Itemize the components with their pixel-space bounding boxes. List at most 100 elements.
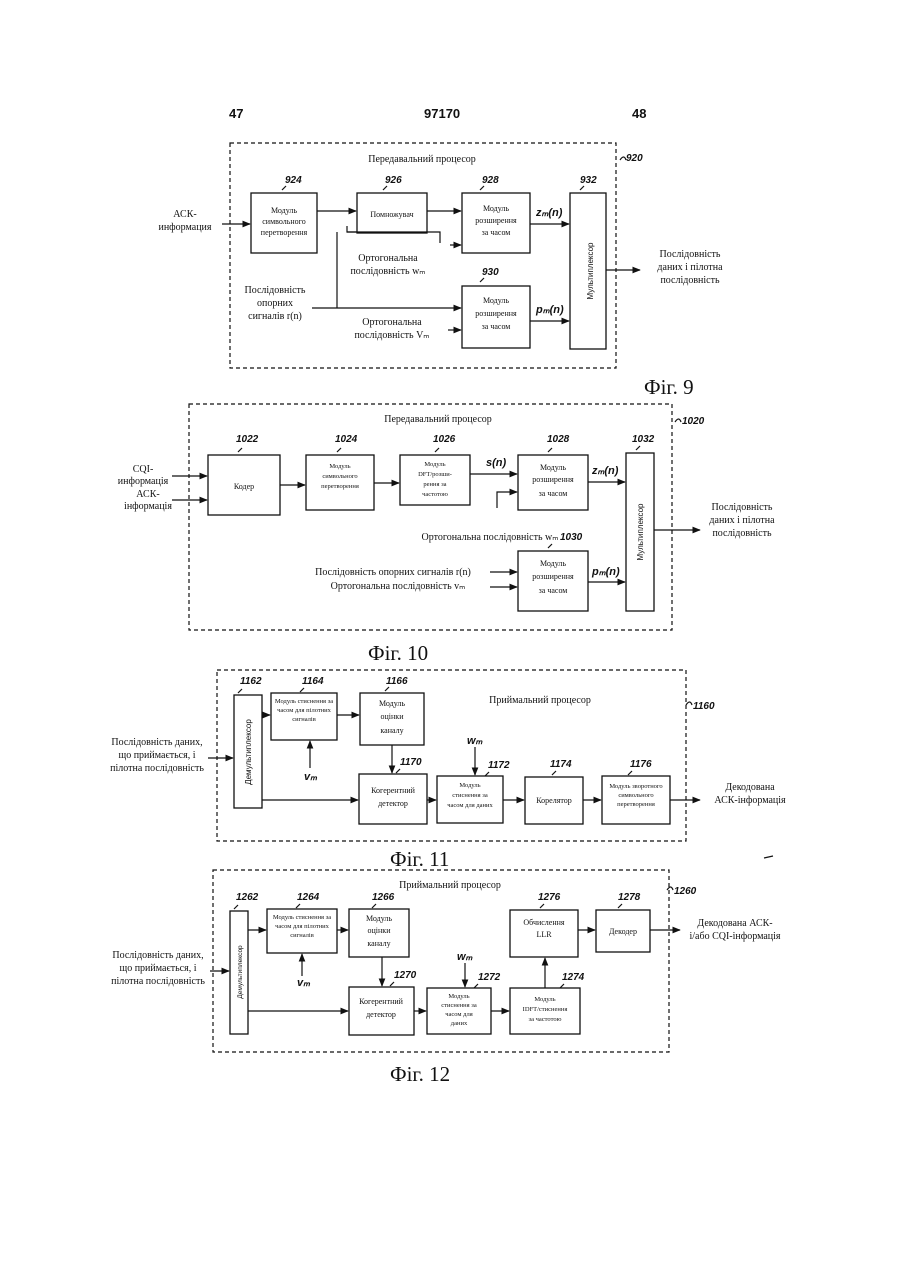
- fig11-num-1164: 1164: [302, 676, 324, 687]
- fig12-num-1278: 1278: [618, 892, 641, 903]
- fig11-input-3: пілотна послідовність: [110, 763, 204, 774]
- fig9-928-l1: Модуль: [483, 204, 509, 213]
- fig12-1264-l1: Модуль стиснення за: [273, 914, 331, 921]
- fig12-1272-l1: Модуль: [448, 993, 469, 1000]
- fig10-ref-seq: Послідовність опорних сигналів r(n): [315, 567, 471, 578]
- fig12-input-2: що приймається, і: [120, 963, 197, 974]
- fig10-num-1028: 1028: [547, 434, 570, 445]
- fig11-sig-w: wₘ: [467, 735, 484, 747]
- fig9-924-l1: Модуль: [271, 206, 297, 215]
- fig9-ref: 920: [626, 153, 643, 164]
- fig9-930-l2: розширення: [475, 309, 517, 318]
- fig9-num-930: 930: [482, 267, 499, 278]
- fig11-1172-l3: часом для даних: [447, 802, 493, 809]
- fig12-num-1274: 1274: [562, 972, 585, 983]
- fig10-mux-label: Мультиплексор: [636, 503, 645, 561]
- fig10-orth-w: Ортогональна послідовність wₘ: [422, 532, 559, 543]
- fig10-1028-l1: Модуль: [540, 463, 566, 472]
- fig10-num-1030: 1030: [560, 532, 583, 543]
- fig11-sig-v: vₘ: [304, 771, 318, 783]
- page-number-left: 47: [229, 106, 243, 121]
- fig11-1166-l3: каналу: [380, 726, 403, 735]
- fig10-sig-p: pₘ(n): [591, 566, 620, 578]
- fig10-output-3: послідовність: [712, 528, 772, 539]
- fig9-930-l1: Модуль: [483, 296, 509, 305]
- fig10-title: Передавальний процесор: [384, 414, 492, 425]
- fig9-output-1: Послідовність: [660, 249, 721, 260]
- fig11-num-1162: 1162: [240, 676, 262, 687]
- fig10-1026-l4: частотою: [422, 491, 448, 498]
- fig9-output-2: даних і пілотна: [657, 262, 723, 273]
- fig10-1026-l2: DFT/розши-: [418, 471, 452, 478]
- fig11-num-1166: 1166: [386, 676, 408, 687]
- fig10-1026-l1: Модуль: [424, 461, 445, 468]
- fig11-1172-l2: стиснення за: [452, 792, 488, 799]
- fig12-demux-label: Демультиплексор: [237, 945, 244, 999]
- fig9-sig-z: zₘ(n): [535, 207, 563, 219]
- fig10-1024-l1: Модуль: [329, 463, 350, 470]
- fig11-1176-l3: перетворення: [617, 801, 655, 808]
- fig12-1274-l3: за частотою: [529, 1016, 562, 1023]
- fig9-num-924: 924: [285, 175, 302, 186]
- fig9-926-l1: Помножувач: [370, 210, 413, 219]
- fig9-output-3: послідовність: [660, 275, 720, 286]
- fig11-1176-l1: Модуль зворотного: [609, 783, 662, 790]
- fig10-1024-l2: символьного: [322, 473, 357, 480]
- fig9-ref-seq-2: опорних: [257, 298, 293, 309]
- fig12-1276-l1: Обчислення: [523, 918, 565, 927]
- patent-number: 97170: [424, 106, 460, 121]
- fig12-1266-l1: Модуль: [366, 914, 392, 923]
- fig10-output-1: Послідовність: [712, 502, 773, 513]
- fig10-num-1026: 1026: [433, 434, 456, 445]
- fig9-928-l3: за часом: [482, 228, 511, 237]
- fig12-1272-l3: часом для: [445, 1011, 472, 1018]
- fig10-frame: [189, 404, 672, 630]
- figure-11: Приймальний процесор 1160 Послідовність …: [0, 665, 901, 870]
- fig11-num-1174: 1174: [550, 759, 572, 770]
- fig10-cqi-2: информація: [118, 476, 169, 487]
- fig10-1030-l3: за часом: [539, 586, 568, 595]
- fig9-orth-v-2: послідовність Vₘ: [354, 330, 429, 341]
- fig11-1164-l1: Модуль стиснення за: [275, 698, 333, 705]
- fig11-output-2: АСК-інформація: [714, 795, 786, 806]
- figure-10: Передавальний процесор 1020 CQI- информа…: [0, 400, 901, 665]
- fig11-num-1176: 1176: [630, 759, 652, 770]
- fig12-1264-l3: сигналів: [290, 932, 314, 939]
- fig11-demux-label: Демультиплексор: [244, 719, 253, 785]
- fig10-1024-l3: перетворення: [321, 483, 359, 490]
- fig11-1176-l2: символьного: [618, 792, 653, 799]
- fig12-num-1264: 1264: [297, 892, 320, 903]
- fig10-caption: Фіг. 10: [368, 641, 428, 665]
- fig10-orth-v: Ортогональна послідовність vₘ: [331, 581, 466, 592]
- fig12-1274-l2: IDFT/стиснення: [523, 1006, 568, 1013]
- fig12-1270-l1: Когерентний: [359, 997, 404, 1006]
- fig11-1172-l1: Модуль: [459, 782, 480, 789]
- fig10-1022-l1: Кодер: [234, 482, 254, 491]
- fig12-1278-l1: Декодер: [609, 927, 637, 936]
- fig10-1028-l2: розширення: [532, 475, 574, 484]
- fig12-output-2: і/або CQI-інформація: [689, 931, 780, 942]
- fig10-sig-s: s(n): [486, 457, 507, 469]
- fig9-orth-w-1: Ортогональна: [358, 253, 418, 264]
- fig9-sig-p: pₘ(n): [535, 304, 564, 316]
- fig12-1272-l4: даних: [451, 1020, 468, 1027]
- fig12-ref: 1260: [674, 886, 697, 897]
- fig10-1030-l1: Модуль: [540, 559, 566, 568]
- fig9-orth-w-2: послідовність wₘ: [350, 266, 425, 277]
- fig12-1272-l2: стиснення за: [441, 1002, 477, 1009]
- fig12-num-1266: 1266: [372, 892, 395, 903]
- fig12-1264-l2: часом для пілотних: [275, 923, 330, 930]
- fig10-1030-l2: розширення: [532, 572, 574, 581]
- fig11-num-1172: 1172: [488, 760, 510, 771]
- fig12-sig-v: vₘ: [297, 977, 311, 989]
- fig10-output-2: даних і пілотна: [709, 515, 775, 526]
- fig11-1170-l1: Когерентний: [371, 786, 416, 795]
- fig9-input-ack-2: информация: [158, 222, 211, 233]
- fig11-input-1: Послідовність даних,: [111, 737, 202, 748]
- fig12-1276-l2: LLR: [536, 930, 552, 939]
- fig11-output-1: Декодована: [725, 782, 775, 793]
- fig10-num-1022: 1022: [236, 434, 259, 445]
- fig12-num-1270: 1270: [394, 970, 417, 981]
- fig11-title: Приймальний процесор: [489, 695, 591, 706]
- fig11-1166-l1: Модуль: [379, 699, 405, 708]
